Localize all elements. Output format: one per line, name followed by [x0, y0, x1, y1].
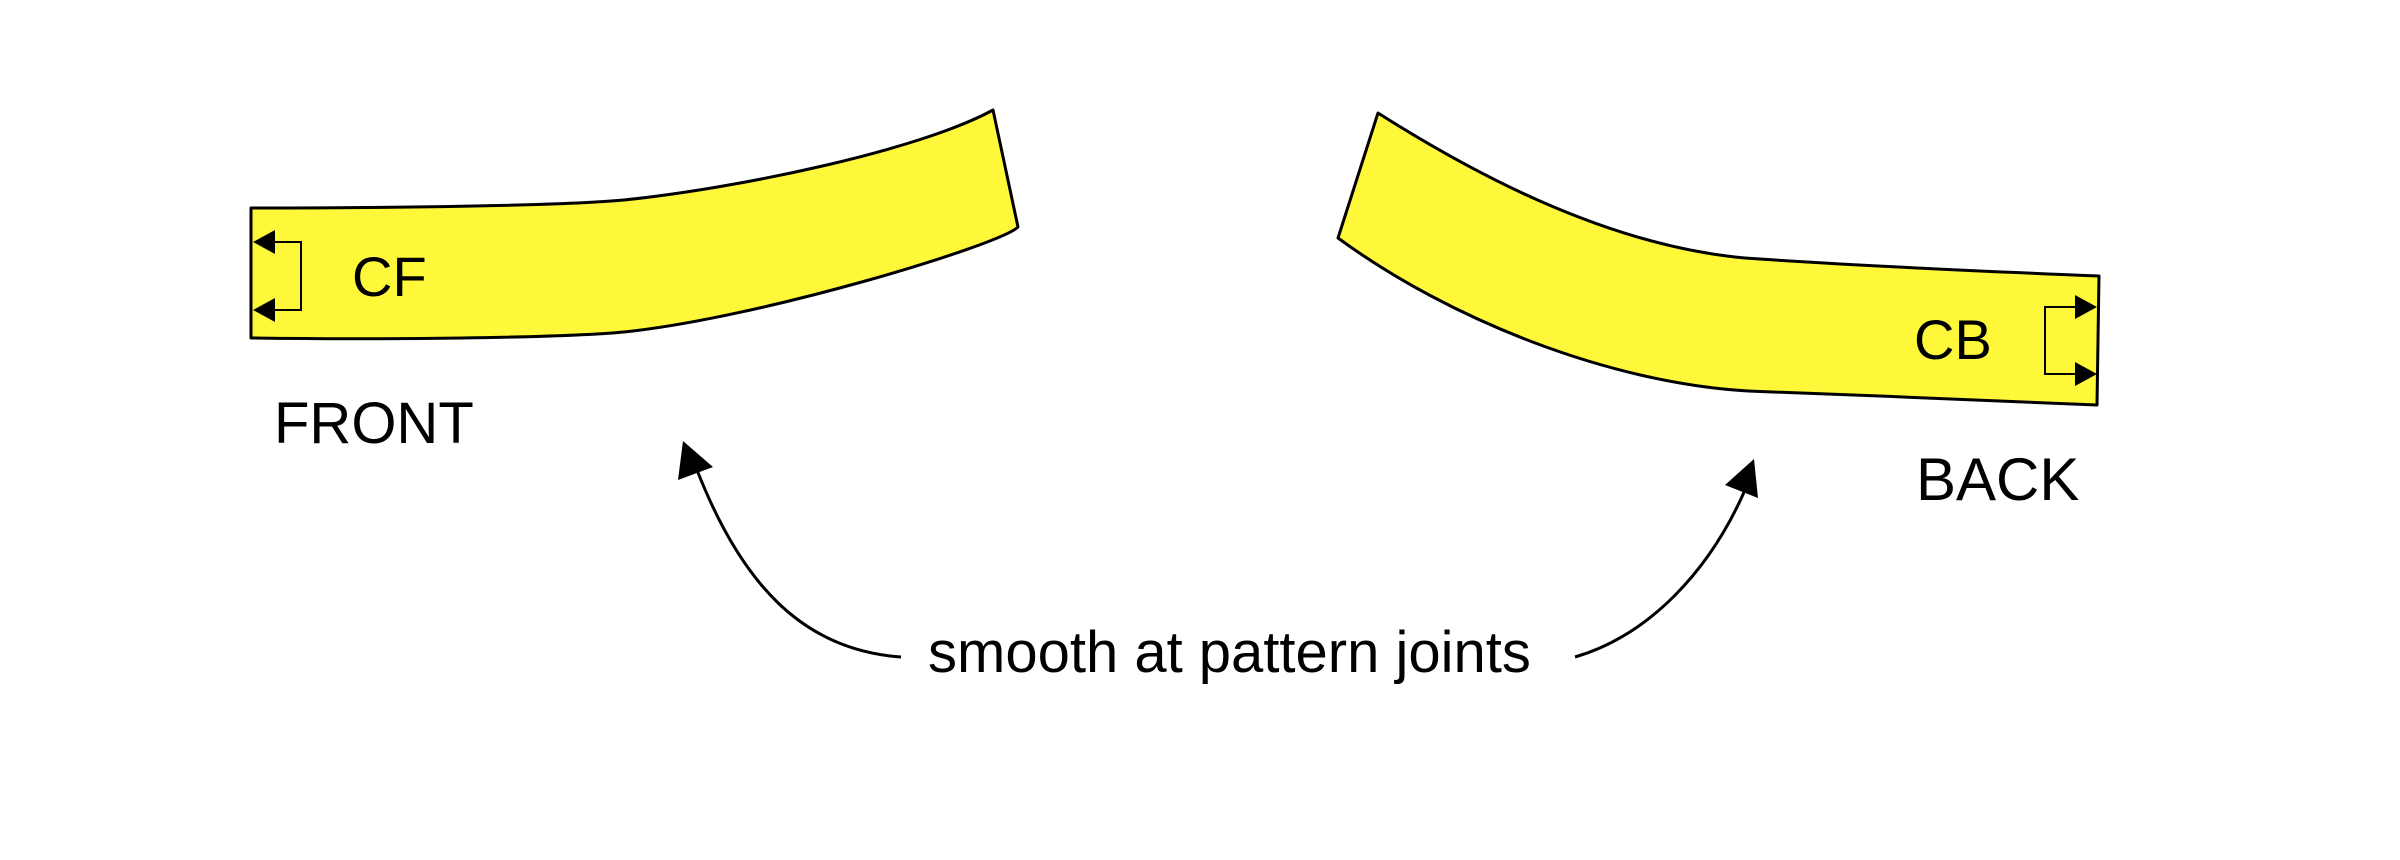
- back-label: BACK: [1916, 446, 2079, 513]
- front-label: FRONT: [274, 391, 474, 456]
- back-pattern-piece: CB BACK: [1336, 111, 2101, 513]
- cf-grainline-bracket-icon: [253, 230, 302, 322]
- cb-grainline-bracket-icon: [2044, 295, 2097, 386]
- left-joint-arrow-icon: [678, 441, 902, 659]
- cb-label: CB: [1914, 308, 1992, 371]
- front-pattern-piece: CF FRONT: [249, 108, 1020, 456]
- right-joint-arrow-icon: [1574, 459, 1758, 659]
- back-piece-shape: [1336, 111, 2101, 407]
- cf-label: CF: [352, 245, 427, 308]
- front-piece-shape: [249, 108, 1020, 341]
- annotation-text: smooth at pattern joints: [928, 620, 1531, 685]
